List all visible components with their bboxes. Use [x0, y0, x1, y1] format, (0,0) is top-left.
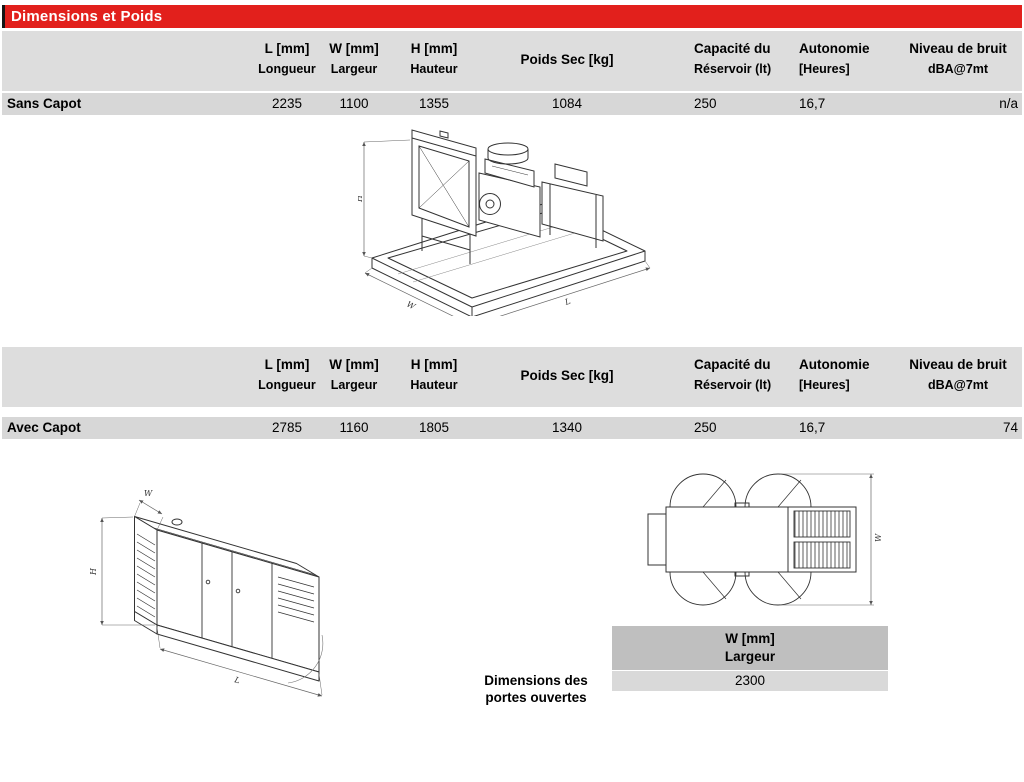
- col-header-tank-capacity-line1: Capacité du: [694, 41, 771, 56]
- dim-label-l: L: [232, 675, 241, 685]
- cell-sans-noise-level: n/a: [999, 96, 1018, 111]
- dim-label-w: W: [874, 533, 883, 542]
- col-header-length-line2: Longueur: [258, 378, 316, 392]
- col-header-tank-capacity: Capacité du Réservoir (lt): [694, 31, 796, 91]
- canopy-doors: [201, 543, 315, 659]
- dimension-lines: [362, 139, 651, 316]
- col-header-noise-level-line1: Niveau de bruit: [909, 357, 1007, 372]
- col-header-dry-weight: Poids Sec [kg]: [502, 347, 632, 407]
- dim-label-l: L: [563, 297, 572, 308]
- open-doors-caption: Dimensions des portes ouvertes: [452, 672, 620, 706]
- open-doors-caption-line2: portes ouvertes: [485, 690, 587, 705]
- row-label-avec-capot: Avec Capot: [7, 420, 81, 435]
- radiator-grille-hatch: [793, 510, 851, 569]
- col-header-height-line1: H [mm]: [410, 41, 458, 56]
- open-doors-width-value: 2300: [612, 671, 888, 691]
- dim-label-h: H: [358, 194, 364, 203]
- col-header-width-line1: W [mm]: [329, 41, 379, 56]
- alternator: [541, 163, 604, 248]
- open-doors-header-line1: W [mm]: [725, 631, 775, 646]
- cell-sans-length: 2235: [271, 96, 303, 111]
- cell-sans-width: 1100: [339, 96, 369, 111]
- col-header-width: W [mm] Largeur: [320, 31, 388, 91]
- col-header-tank-capacity: Capacité du Réservoir (lt): [694, 347, 796, 407]
- col-header-dry-weight-line1: Poids Sec [kg]: [520, 52, 614, 67]
- col-header-tank-capacity-line2: Réservoir (lt): [694, 378, 772, 392]
- table-sans-capot-header: L [mm] Longueur W [mm] Largeur H [mm] Ha…: [2, 31, 1022, 91]
- section-title: Dimensions et Poids: [11, 8, 163, 25]
- open-doors-table-header: W [mm] Largeur: [612, 626, 888, 670]
- open-doors-caption-line1: Dimensions des: [484, 673, 588, 688]
- col-header-width-line2: Largeur: [330, 62, 378, 76]
- col-header-length: L [mm] Longueur: [252, 347, 322, 407]
- cell-sans-autonomy: 16,7: [799, 96, 826, 111]
- engine: [478, 142, 541, 238]
- col-header-autonomy: Autonomie [Heures]: [799, 31, 887, 91]
- col-header-noise-level-line1: Niveau de bruit: [909, 41, 1007, 56]
- col-header-autonomy-line2: [Heures]: [799, 62, 850, 76]
- col-header-height: H [mm] Hauteur: [398, 31, 470, 91]
- col-header-length-line1: L [mm]: [264, 41, 310, 56]
- col-header-tank-capacity-line1: Capacité du: [694, 357, 771, 372]
- louver-grille: [136, 533, 156, 618]
- cell-avec-dry-weight: 1340: [551, 420, 583, 435]
- dimension-lines: [100, 499, 323, 697]
- col-header-length-line2: Longueur: [258, 62, 316, 76]
- canopy-genset-drawing: H W L: [89, 489, 324, 697]
- col-header-width: W [mm] Largeur: [320, 347, 388, 407]
- col-header-height-line1: H [mm]: [410, 357, 458, 372]
- col-header-autonomy-line2: [Heures]: [799, 378, 850, 392]
- row-label-sans-capot: Sans Capot: [7, 96, 82, 111]
- col-header-length: L [mm] Longueur: [252, 31, 322, 91]
- dim-label-h: H: [89, 567, 98, 576]
- cell-avec-autonomy: 16,7: [799, 420, 826, 435]
- col-header-height-line2: Hauteur: [410, 378, 458, 392]
- col-header-autonomy-line1: Autonomie: [799, 41, 870, 56]
- dim-label-w: W: [405, 300, 417, 312]
- open-doors-table: W [mm] Largeur 2300: [612, 626, 888, 691]
- col-header-dry-weight: Poids Sec [kg]: [502, 31, 632, 91]
- cell-avec-tank-capacity: 250: [694, 420, 717, 435]
- col-header-noise-level: Niveau de bruit dBA@7mt: [898, 347, 1018, 407]
- dim-label-w: W: [144, 489, 153, 498]
- col-header-width-line2: Largeur: [330, 378, 378, 392]
- col-header-autonomy: Autonomie [Heures]: [799, 347, 887, 407]
- col-header-dry-weight-line1: Poids Sec [kg]: [520, 368, 614, 383]
- col-header-length-line1: L [mm]: [264, 357, 310, 372]
- cell-avec-width: 1160: [339, 420, 369, 435]
- col-header-height-line2: Hauteur: [410, 62, 458, 76]
- section-title-bar: Dimensions et Poids: [2, 5, 1022, 28]
- table-sans-capot-row: Sans Capot 2235 1100 1355 1084 250 16,7 …: [2, 93, 1022, 115]
- col-header-noise-level: Niveau de bruit dBA@7mt: [898, 31, 1018, 91]
- canopy-body: [134, 516, 320, 682]
- col-header-tank-capacity-line2: Réservoir (lt): [694, 62, 772, 76]
- cell-avec-length: 2785: [271, 420, 303, 435]
- cell-sans-dry-weight: 1084: [551, 96, 583, 111]
- cell-avec-height: 1805: [418, 420, 450, 435]
- col-header-height: H [mm] Hauteur: [398, 347, 470, 407]
- cell-sans-height: 1355: [418, 96, 450, 111]
- radiator: [411, 129, 477, 264]
- col-header-noise-level-line2: dBA@7mt: [927, 62, 989, 76]
- dimension-lines: [780, 473, 874, 606]
- open-doors-header-line2: Largeur: [724, 649, 776, 664]
- open-doors-top-view-drawing: W: [647, 473, 883, 606]
- open-genset-drawing: H W L: [358, 129, 651, 316]
- col-header-autonomy-line1: Autonomie: [799, 357, 870, 372]
- cell-avec-noise-level: 74: [1002, 420, 1018, 435]
- table-avec-capot-row: Avec Capot 2785 1160 1805 1340 250 16,7 …: [2, 417, 1022, 439]
- col-header-width-line1: W [mm]: [329, 357, 379, 372]
- open-door-arcs: [669, 473, 812, 606]
- cell-sans-tank-capacity: 250: [694, 96, 717, 111]
- table-avec-capot-header: L [mm] Longueur W [mm] Largeur H [mm] Ha…: [2, 347, 1022, 407]
- col-header-noise-level-line2: dBA@7mt: [927, 378, 989, 392]
